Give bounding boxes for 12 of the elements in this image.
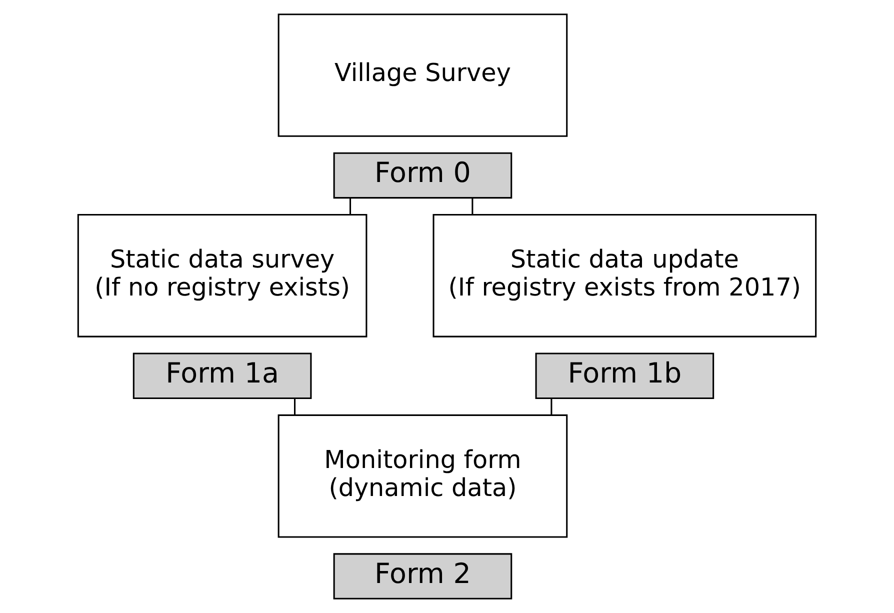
connector [550, 398, 552, 416]
connector [472, 198, 474, 215]
node-box: Village Survey [278, 14, 568, 137]
node-box: Form 1a [132, 352, 312, 399]
node-box: Static data survey (If no registry exists) [77, 214, 368, 338]
node-box: Static data update (If registry exists from 2017) [432, 214, 817, 338]
node-box: Form 0 [333, 152, 512, 199]
node-box: Form 1b [535, 352, 714, 399]
connector [350, 198, 352, 215]
node-box: Form 2 [333, 553, 512, 600]
node-box: Monitoring form (dynamic data) [278, 414, 568, 538]
connector [294, 398, 296, 416]
